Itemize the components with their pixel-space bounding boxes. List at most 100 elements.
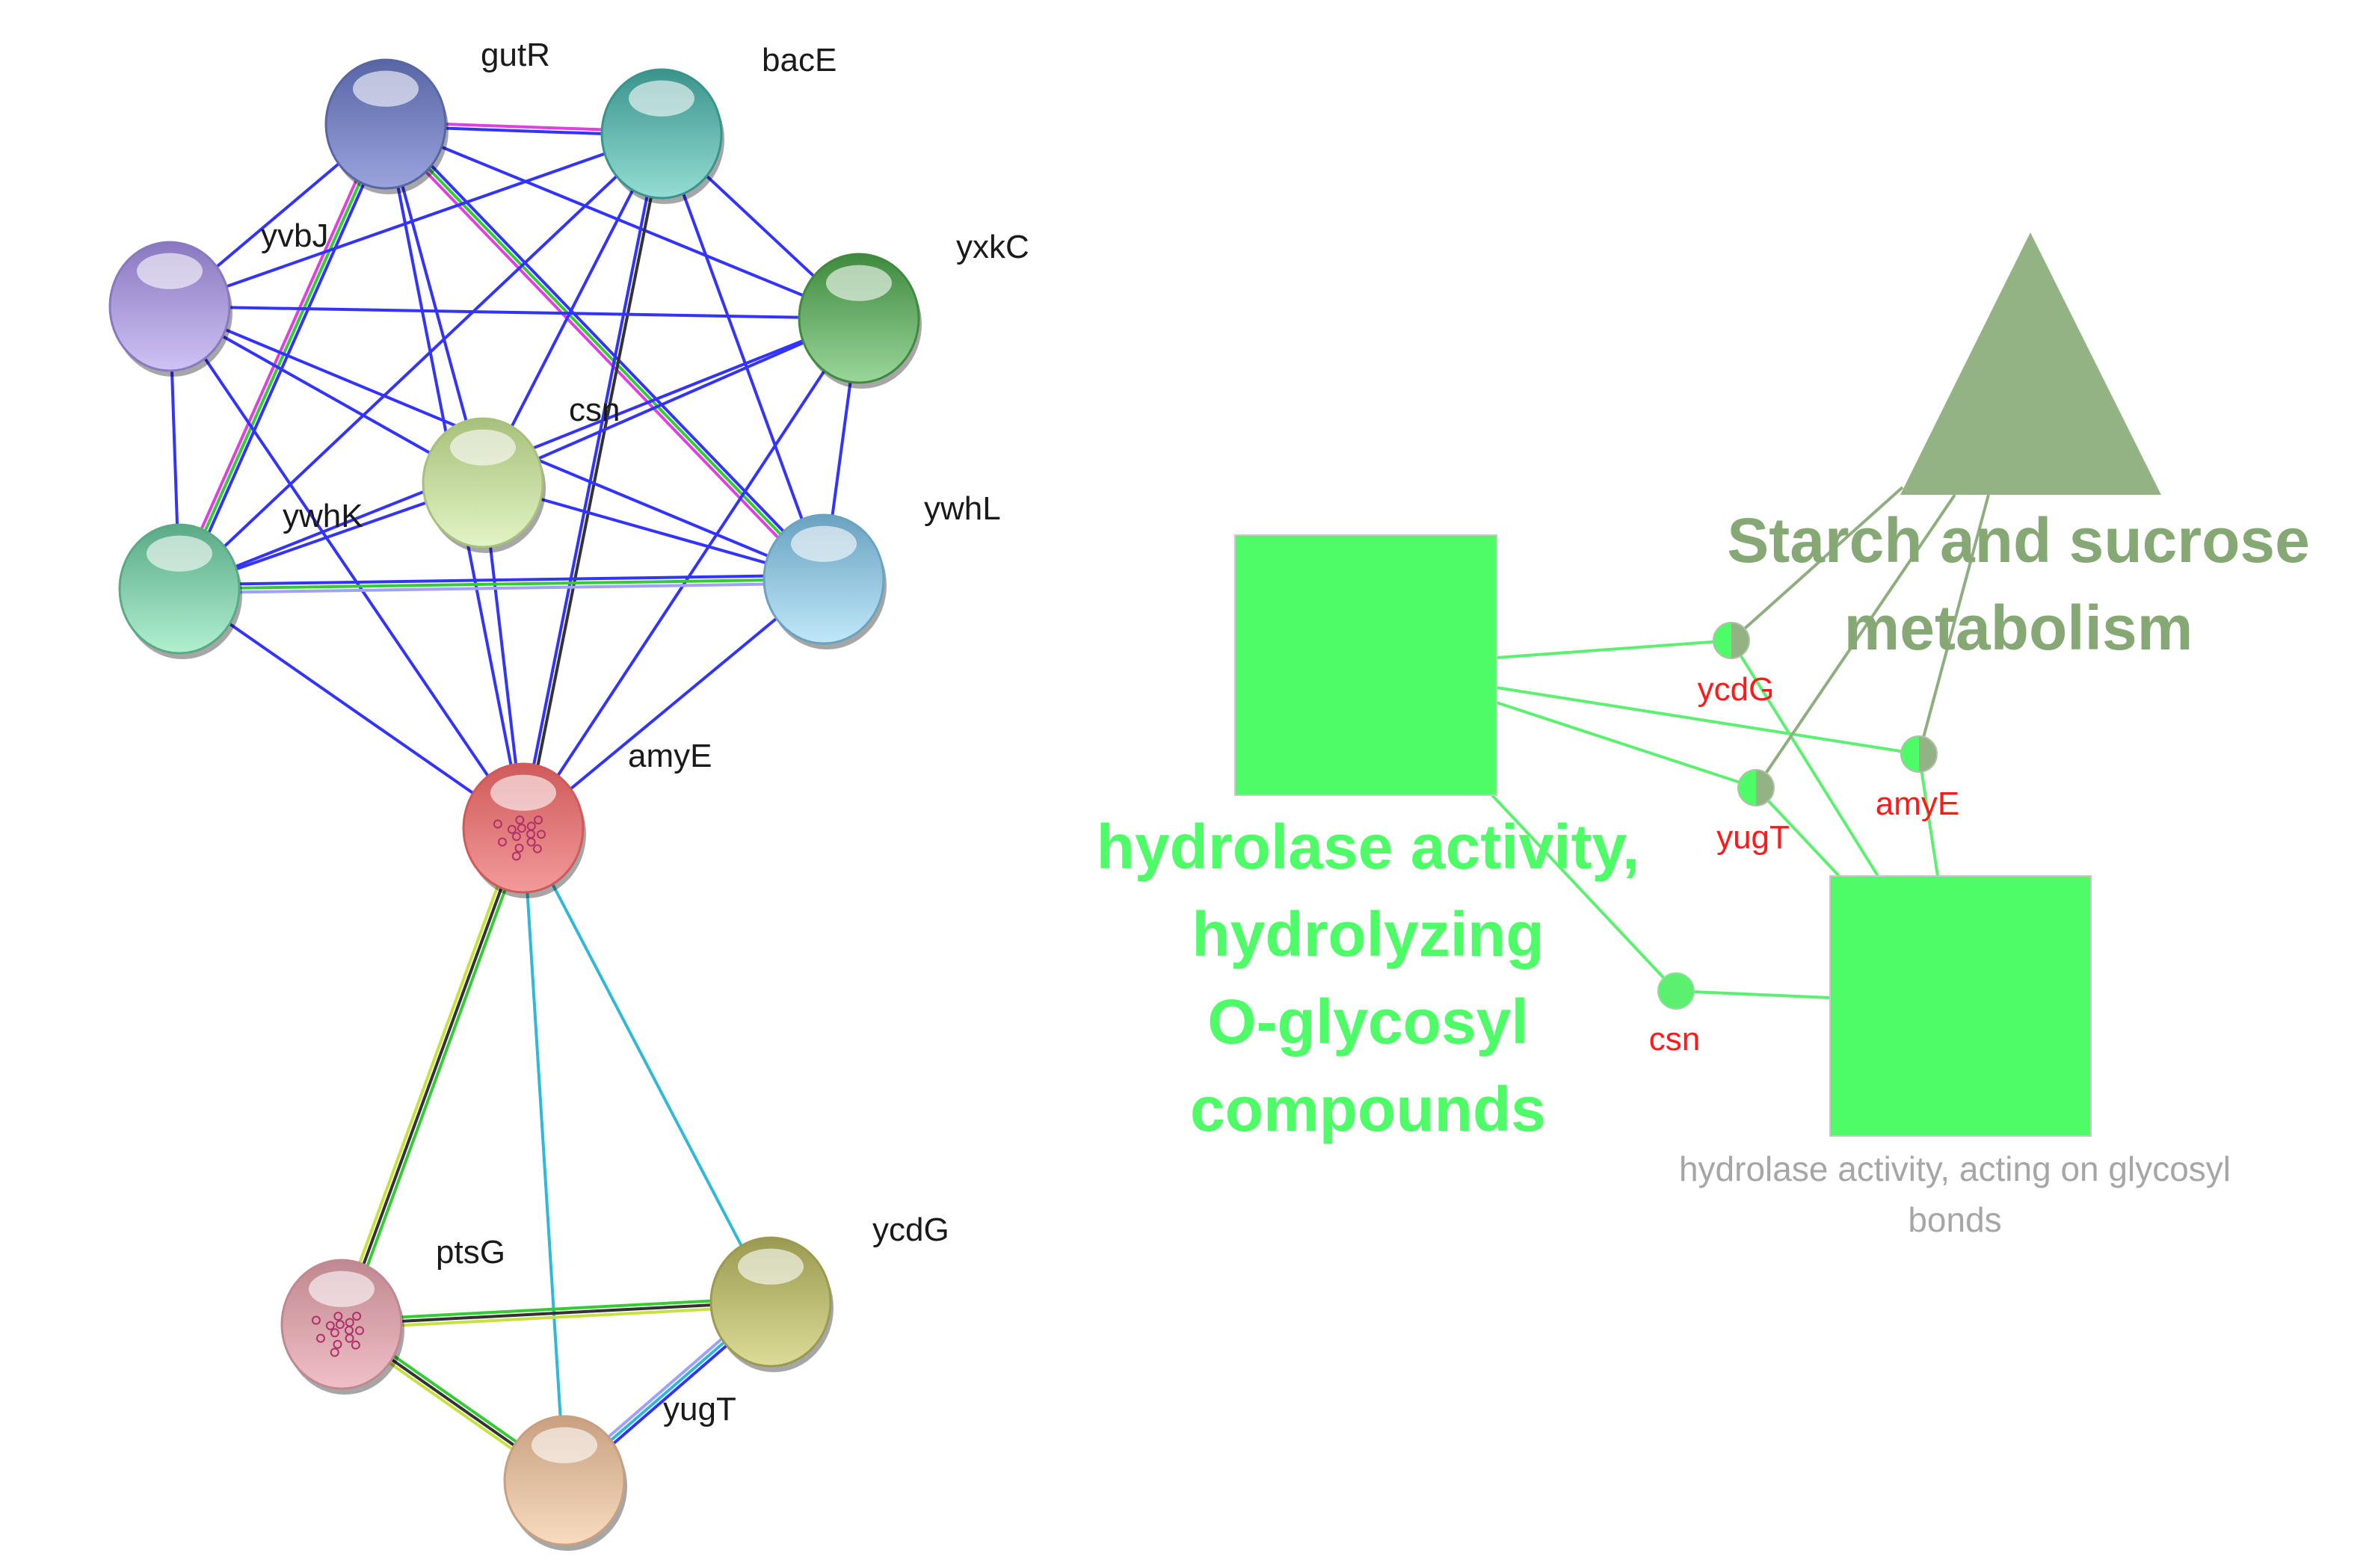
node-gutR[interactable]: gutR xyxy=(324,37,550,194)
node-label: ywhL xyxy=(924,490,1001,527)
node-bacE[interactable]: bacE xyxy=(600,42,837,204)
protein-structure-icon xyxy=(311,1312,364,1357)
node-label: yugT xyxy=(663,1391,736,1427)
term-node-starch[interactable] xyxy=(1900,232,2161,495)
evidence-line xyxy=(179,578,825,590)
node-yugT[interactable]: yugT xyxy=(503,1391,736,1551)
edge-ptsG-ycdG[interactable] xyxy=(341,1296,771,1330)
node-highlight xyxy=(791,525,857,562)
node-label: yvbJ xyxy=(261,217,328,254)
edge-gutR-ywhL[interactable] xyxy=(381,120,828,584)
gene-node-yugT[interactable]: yugT xyxy=(1716,769,1790,856)
gene-half-kegg xyxy=(1756,770,1774,806)
evidence-line xyxy=(344,829,529,1327)
edge-yugT-hydrolyzing[interactable] xyxy=(1496,701,1757,789)
node-label: ycdG xyxy=(872,1212,949,1248)
cluego-edges xyxy=(1491,486,1990,999)
edge-gutR-yxkC[interactable] xyxy=(385,123,860,320)
evidence-line xyxy=(522,578,825,830)
edge-amyE-ptsG[interactable] xyxy=(336,826,529,1327)
gene-label: yugT xyxy=(1716,819,1790,856)
edge-ycdG-starch[interactable] xyxy=(1730,486,1904,642)
evidence-line xyxy=(179,573,824,587)
node-amyE[interactable]: amyE xyxy=(462,738,712,898)
edge-yxkC-amyE[interactable] xyxy=(522,317,860,830)
node-highlight xyxy=(450,429,516,466)
node-ywhK[interactable]: ywhK xyxy=(118,498,363,659)
edge-bacE-csn[interactable] xyxy=(481,133,663,484)
gene-half-go xyxy=(1713,623,1731,658)
node-ptsG[interactable]: ptsG xyxy=(280,1234,505,1395)
evidence-line xyxy=(169,132,662,308)
node-label: bacE xyxy=(762,42,837,78)
gene-label: ycdG xyxy=(1698,671,1775,708)
edge-yvbJ-yxkC[interactable] xyxy=(169,305,860,320)
evidence-line xyxy=(174,121,383,588)
edge-amyE-starch[interactable] xyxy=(1917,494,1990,755)
edge-bacE-ywhK[interactable] xyxy=(178,132,663,590)
node-highlight xyxy=(532,1427,597,1463)
node-csn[interactable]: csn xyxy=(422,392,620,553)
node-label: ywhK xyxy=(283,498,363,534)
node-highlight xyxy=(738,1248,804,1285)
gene-half-kegg xyxy=(1919,736,1937,772)
evidence-line xyxy=(342,1304,771,1330)
edge-yxkC-csn[interactable] xyxy=(482,317,860,484)
node-highlight xyxy=(826,265,892,301)
evidence-line xyxy=(168,305,525,830)
string-nodes: gutR bacE yvbJ yxkC csn ywhK ywhL amyE ptsG ycdG y… xyxy=(108,37,1029,1551)
node-ywhL[interactable]: ywhL xyxy=(763,490,1001,649)
evidence-line xyxy=(387,120,828,578)
gene-node-csn[interactable]: csn xyxy=(1649,972,1700,1058)
edge-ywhK-amyE[interactable] xyxy=(178,587,525,830)
gene-half-kegg xyxy=(1731,623,1749,658)
evidence-line xyxy=(482,317,860,484)
node-highlight xyxy=(137,253,203,289)
edge-amyE-ycdG[interactable] xyxy=(522,827,772,1303)
evidence-line xyxy=(522,317,860,830)
evidence-line xyxy=(178,587,525,830)
term-node-glycosyl_bonds[interactable] xyxy=(1829,875,2092,1137)
edge-amyE-hydrolyzing[interactable] xyxy=(1496,686,1920,756)
protein-structure-icon xyxy=(493,815,546,861)
term-node-hydrolyzing[interactable] xyxy=(1234,534,1497,796)
evidence-line xyxy=(341,1296,771,1322)
evidence-line xyxy=(336,826,521,1324)
cluego-terms xyxy=(1234,232,2161,1137)
node-yvbJ[interactable]: yvbJ xyxy=(108,217,328,377)
evidence-line xyxy=(179,581,825,595)
gene-dot xyxy=(1657,972,1695,1010)
evidence-line xyxy=(169,305,860,320)
evidence-line xyxy=(381,126,822,584)
node-label: amyE xyxy=(628,738,712,774)
edge-yugT-glycosyl_bonds[interactable] xyxy=(1755,786,1840,877)
edge-amyE-glycosyl_bonds[interactable] xyxy=(1917,753,1939,877)
node-yxkC[interactable]: yxkC xyxy=(798,229,1029,389)
edge-bacE-ywhL[interactable] xyxy=(660,133,825,580)
node-highlight xyxy=(353,70,419,107)
evidence-line xyxy=(385,123,860,320)
edge-csn-glycosyl_bonds[interactable] xyxy=(1675,990,1831,999)
edge-gutR-ywhK[interactable] xyxy=(174,121,391,592)
edge-csn-hydrolyzing[interactable] xyxy=(1491,794,1678,993)
node-ycdG[interactable]: ycdG xyxy=(709,1212,949,1372)
gene-node-ycdG[interactable]: ycdG xyxy=(1698,622,1775,708)
edge-ywhL-amyE[interactable] xyxy=(522,578,825,830)
gene-label: amyE xyxy=(1876,785,1959,822)
evidence-line xyxy=(660,133,825,580)
evidence-line xyxy=(481,133,663,484)
edge-bacE-yvbJ[interactable] xyxy=(169,132,662,308)
edge-yugT-starch[interactable] xyxy=(1755,493,1956,789)
edge-yvbJ-amyE[interactable] xyxy=(168,305,525,830)
edge-ywhK-ywhL[interactable] xyxy=(179,573,825,595)
gene-node-amyE[interactable]: amyE xyxy=(1876,735,1959,822)
edge-ycdG-glycosyl_bonds[interactable] xyxy=(1730,639,1879,877)
evidence-line xyxy=(182,125,391,592)
edge-ycdG-hydrolyzing[interactable] xyxy=(1496,639,1732,659)
evidence-line xyxy=(522,827,566,1481)
node-label: yxkC xyxy=(956,229,1029,265)
evidence-line xyxy=(340,827,525,1325)
edge-amyE-yugT[interactable] xyxy=(522,827,566,1481)
